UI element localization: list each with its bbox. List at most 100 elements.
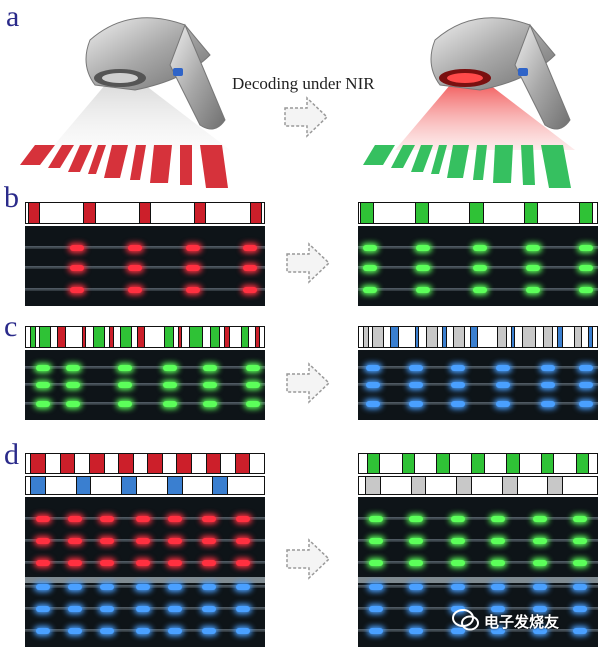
emission-spot [118, 400, 132, 407]
barcode-segment [419, 327, 426, 347]
barcode-segment [105, 327, 110, 347]
emission-spot [496, 400, 510, 407]
emission-spot [416, 244, 430, 251]
barcode-segment [249, 203, 262, 223]
barcode-segment [452, 327, 466, 347]
barcode-segment [582, 327, 589, 347]
barcode-segment [249, 327, 256, 347]
emission-spot [202, 583, 216, 590]
emission-spot [409, 400, 423, 407]
barcode-segment [380, 477, 411, 494]
emission-spot [409, 364, 423, 371]
panel-label-c: c [4, 310, 18, 343]
barcode-segment [174, 327, 179, 347]
micrograph-d-left [25, 497, 265, 647]
emission-spot [243, 264, 257, 271]
emission-spot [451, 515, 465, 522]
fiber-line [358, 517, 598, 520]
emission-spot [163, 364, 177, 371]
emission-spot [186, 244, 200, 251]
emission-spot [68, 515, 82, 522]
emission-spot [168, 605, 182, 612]
barcode-segment [456, 477, 473, 494]
barcode-segment [496, 327, 508, 347]
arrow-right-icon [285, 242, 331, 284]
barcode-segment [26, 327, 31, 347]
barcode-segment [203, 327, 210, 347]
barcode-segment [552, 327, 558, 347]
barcode-segment [360, 203, 375, 223]
emission-spot [100, 537, 114, 544]
emission-spot [236, 559, 250, 566]
emission-spot [246, 364, 260, 371]
emission-spot [533, 537, 547, 544]
barcode-d-right-bottom [358, 476, 598, 495]
barcode-segment [212, 477, 229, 494]
barcode-segment [163, 327, 175, 347]
barcode-segment [511, 327, 516, 347]
barcode-segment [359, 454, 367, 473]
barcode-segment [515, 327, 522, 347]
barcode-segment [426, 477, 457, 494]
emission-spot [202, 515, 216, 522]
emission-spot [579, 286, 593, 293]
barcode-segment [573, 327, 583, 347]
fiber-line [358, 402, 598, 405]
emission-spot [526, 286, 540, 293]
emission-spot [369, 583, 383, 590]
emission-spot [203, 400, 217, 407]
emission-spot [473, 286, 487, 293]
barcode-segment [398, 327, 416, 347]
barcode-segment [250, 454, 264, 473]
barcode-segment [113, 327, 120, 347]
emission-spot [118, 364, 132, 371]
panel-label-b: b [4, 181, 19, 214]
barcode-segment [415, 454, 437, 473]
emission-spot [363, 264, 377, 271]
emission-spot [168, 515, 182, 522]
barcode-segment [578, 203, 593, 223]
barcode-segment [109, 327, 114, 347]
emission-spot [186, 264, 200, 271]
fiber-line [25, 288, 265, 291]
emission-spot [541, 400, 555, 407]
barcode-segment [507, 327, 512, 347]
emission-spot [36, 400, 50, 407]
barcode-segment [29, 477, 46, 494]
barcode-segment [369, 327, 372, 347]
barcode-segment [359, 327, 364, 347]
barcode-d-left-bottom [25, 476, 265, 495]
barcode-segment [446, 327, 453, 347]
emission-spot [573, 559, 587, 566]
barcode-segment [366, 454, 381, 473]
barcode-segment [438, 327, 443, 347]
barcode-segment [575, 454, 590, 473]
emission-spot [451, 583, 465, 590]
barcode-segment [428, 203, 470, 223]
barcode-segment [136, 327, 145, 347]
barcode-segment [38, 327, 52, 347]
scanner-right-figure [363, 17, 575, 188]
fiber-line [358, 383, 598, 386]
scanner-left-figure [20, 17, 230, 188]
barcode-segment [188, 327, 204, 347]
emission-spot [451, 400, 465, 407]
emission-spot [100, 605, 114, 612]
emission-spot [451, 559, 465, 566]
emission-spot [526, 244, 540, 251]
emission-spot [491, 583, 505, 590]
barcode-segment [137, 477, 167, 494]
fiber-line [25, 246, 265, 249]
barcode-segment [119, 327, 133, 347]
barcode-segment [554, 454, 576, 473]
emission-spot [100, 515, 114, 522]
barcode-segment [88, 454, 105, 473]
fiber-line [25, 366, 265, 369]
emission-spot [573, 583, 587, 590]
emission-spot [36, 627, 50, 634]
barcode-segment [234, 454, 251, 473]
barcode-segment [26, 477, 30, 494]
emission-spot [526, 264, 540, 271]
barcode-segment [30, 327, 37, 347]
emission-spot [416, 264, 430, 271]
